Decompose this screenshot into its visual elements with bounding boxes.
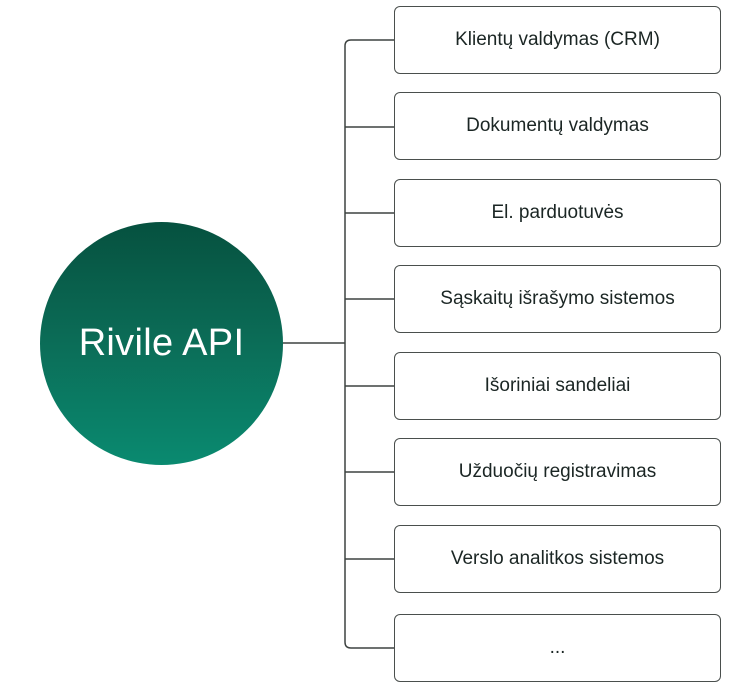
trunk-line xyxy=(344,39,394,649)
node-label: ... xyxy=(549,637,566,658)
node-label: Dokumentų valdymas xyxy=(466,115,649,136)
node-business-analytics: Verslo analitkos sistemos xyxy=(394,525,721,593)
node-label: Išoriniai sandeliai xyxy=(484,375,631,396)
node-document-management: Dokumentų valdymas xyxy=(394,92,721,160)
node-external-warehouses: Išoriniai sandeliai xyxy=(394,352,721,420)
branch-lines xyxy=(345,126,394,560)
node-label: Verslo analitkos sistemos xyxy=(450,548,665,569)
node-crm: Klientų valdymas (CRM) xyxy=(394,6,721,74)
node-label: Sąskaitų išrašymo sistemos xyxy=(440,288,675,309)
rivile-api-hub: Rivile API xyxy=(40,222,283,465)
hub-label: Rivile API xyxy=(78,322,245,364)
node-label: El. parduotuvės xyxy=(491,202,624,223)
node-more: ... xyxy=(394,614,721,682)
node-task-registration: Užduočių registravimas xyxy=(394,438,721,506)
node-e-shops: El. parduotuvės xyxy=(394,179,721,247)
node-label: Klientų valdymas (CRM) xyxy=(455,29,660,50)
node-label: Užduočių registravimas xyxy=(458,461,657,482)
node-invoicing-systems: Sąskaitų išrašymo sistemos xyxy=(394,265,721,333)
